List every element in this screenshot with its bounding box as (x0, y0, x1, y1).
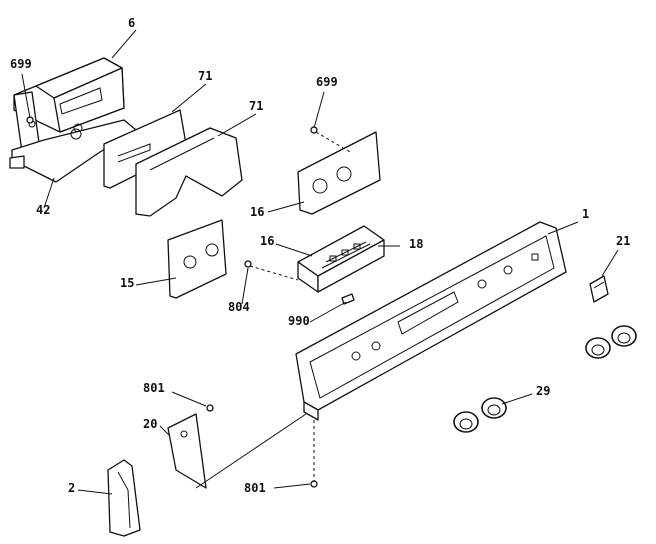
part-990-clip (341, 293, 355, 305)
leader-lines (21, 29, 619, 495)
callout-699-b: 699 (316, 75, 338, 89)
callout-20: 20 (143, 417, 157, 431)
part-2-end-bracket (107, 459, 141, 537)
screw-699-b (310, 126, 351, 153)
callout-699-a: 699 (10, 57, 32, 71)
callout-71-a: 71 (198, 69, 212, 83)
callout-1: 1 (582, 207, 589, 221)
part-18-control-module (297, 225, 385, 293)
part-20-bracket (167, 413, 307, 489)
callout-804: 804 (228, 300, 250, 314)
part-42-base-plate (9, 119, 137, 183)
knob-pair-upper (585, 325, 637, 359)
callout-42: 42 (36, 203, 50, 217)
part-15-lower-panel (167, 219, 227, 299)
callout-15: 15 (120, 276, 134, 290)
callout-21: 21 (616, 234, 630, 248)
part-6-housing (13, 57, 125, 153)
callout-801-a: 801 (143, 381, 165, 395)
part-1-backguard-panel (295, 221, 567, 421)
callout-16-b: 16 (260, 234, 274, 248)
callout-801-b: 801 (244, 481, 266, 495)
callout-990: 990 (288, 314, 310, 328)
screw-804 (244, 260, 299, 281)
screw-801-a (206, 404, 214, 412)
callout-29: 29 (536, 384, 550, 398)
callout-16-a: 16 (250, 205, 264, 219)
screw-801-b (310, 420, 318, 488)
callout-6: 6 (128, 16, 135, 30)
part-29-knobs (453, 397, 507, 433)
part-21-end-cap (589, 275, 609, 303)
part-16-upper-panel (297, 131, 381, 215)
callout-18: 18 (409, 237, 423, 251)
callout-71-b: 71 (249, 99, 263, 113)
callout-labels: 6 699 71 71 699 42 16 1 16 18 21 15 804 … (10, 16, 630, 495)
callout-2: 2 (68, 481, 75, 495)
